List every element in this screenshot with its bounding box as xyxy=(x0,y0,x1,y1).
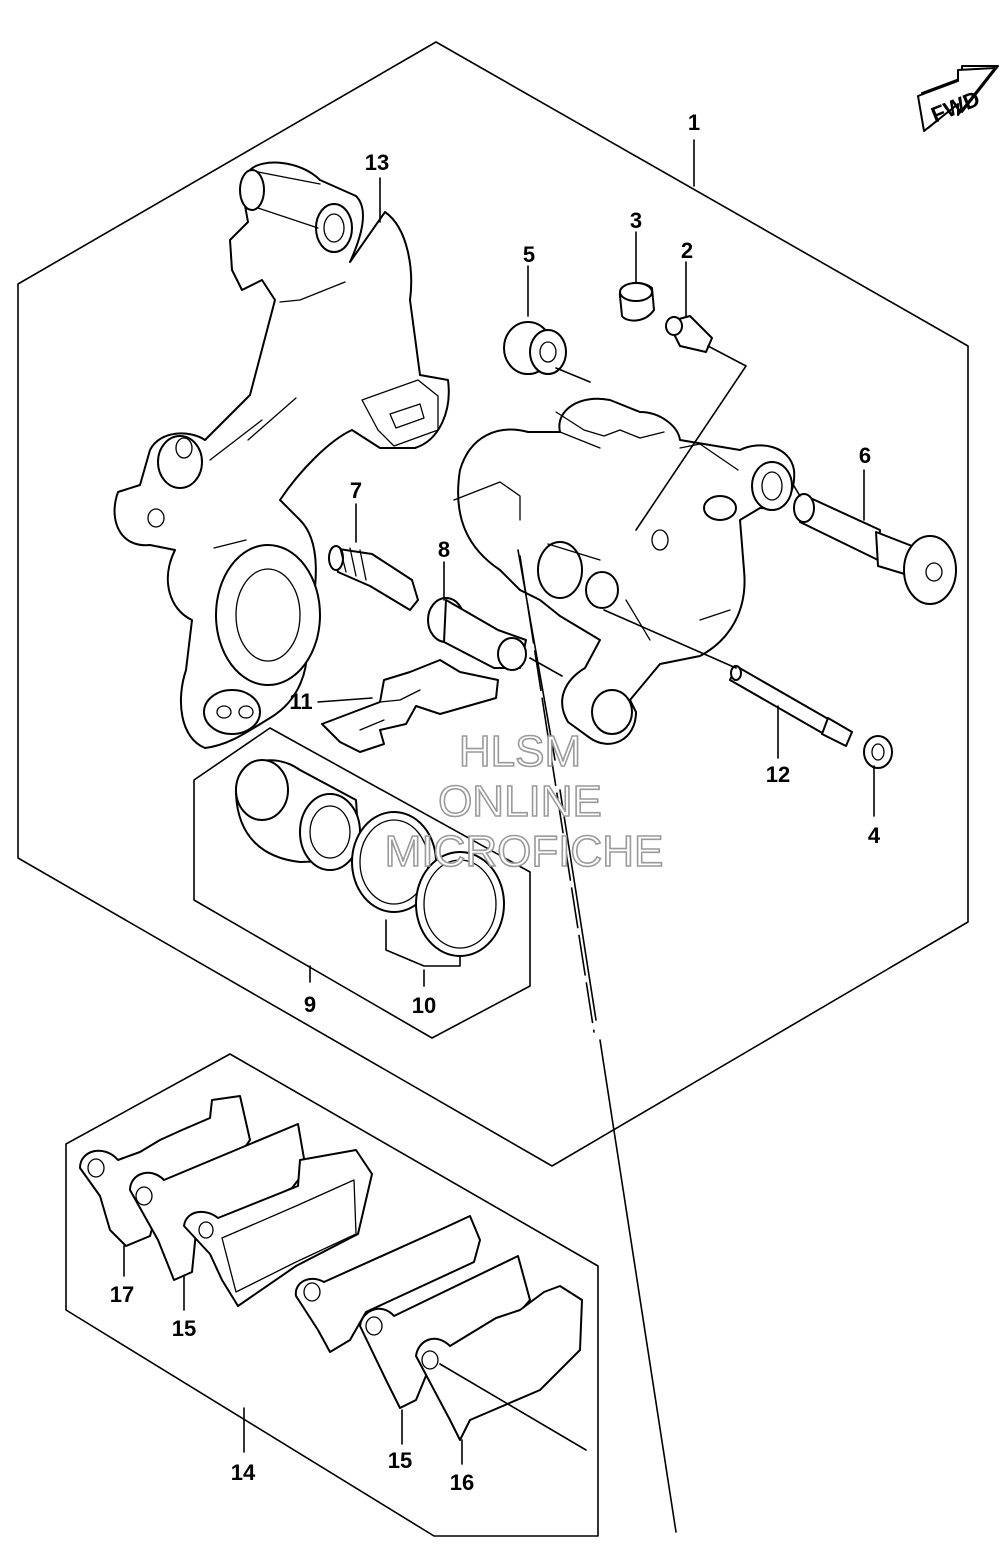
mounting-bolt xyxy=(328,545,419,611)
callout-3: 3 xyxy=(630,208,642,233)
bleeder-screw xyxy=(635,315,747,531)
watermark-line2: ONLINE xyxy=(438,777,602,826)
callout-leaders xyxy=(123,139,875,1465)
callout-16: 16 xyxy=(450,1470,474,1495)
callout-6: 6 xyxy=(859,443,871,468)
callout-9: 9 xyxy=(304,992,316,1017)
callout-12: 12 xyxy=(766,762,790,787)
watermark: HLSM ONLINE MICROFICHE xyxy=(384,726,664,877)
callout-5: 5 xyxy=(523,242,535,267)
fwd-arrow-icon: FWD xyxy=(917,65,999,132)
callout-13: 13 xyxy=(365,150,389,175)
boot-cap xyxy=(503,321,591,383)
watermark-line3: MICROFICHE xyxy=(385,827,664,876)
callout-10: 10 xyxy=(412,993,436,1018)
callout-14: 14 xyxy=(231,1460,256,1485)
callout-11: 11 xyxy=(289,689,312,714)
callout-17: 17 xyxy=(110,1282,134,1307)
callout-4: 4 xyxy=(868,823,881,848)
pad-pin xyxy=(603,609,853,747)
pin-boot xyxy=(427,597,563,677)
caliper-bracket xyxy=(113,161,450,749)
piston xyxy=(234,759,361,871)
callout-1: 1 xyxy=(688,110,700,135)
watermark-line1: HLSM xyxy=(459,727,581,776)
callout-2: 2 xyxy=(681,238,693,263)
callout-7: 7 xyxy=(350,478,362,503)
pad-spring xyxy=(321,659,499,753)
piston-set-outline xyxy=(193,727,531,1039)
callout-8: 8 xyxy=(438,537,450,562)
assembly-outline xyxy=(17,41,969,1167)
piston-seals xyxy=(351,811,505,967)
bleeder-cap xyxy=(618,281,655,322)
caliper-body xyxy=(453,397,796,745)
callout-15-lower: 15 xyxy=(388,1448,412,1473)
pad-set-outline xyxy=(65,1053,599,1537)
slide-pin xyxy=(793,485,957,605)
callout-15-upper: 15 xyxy=(172,1316,196,1341)
pin-clip xyxy=(863,735,893,769)
brake-pads xyxy=(79,1095,587,1451)
